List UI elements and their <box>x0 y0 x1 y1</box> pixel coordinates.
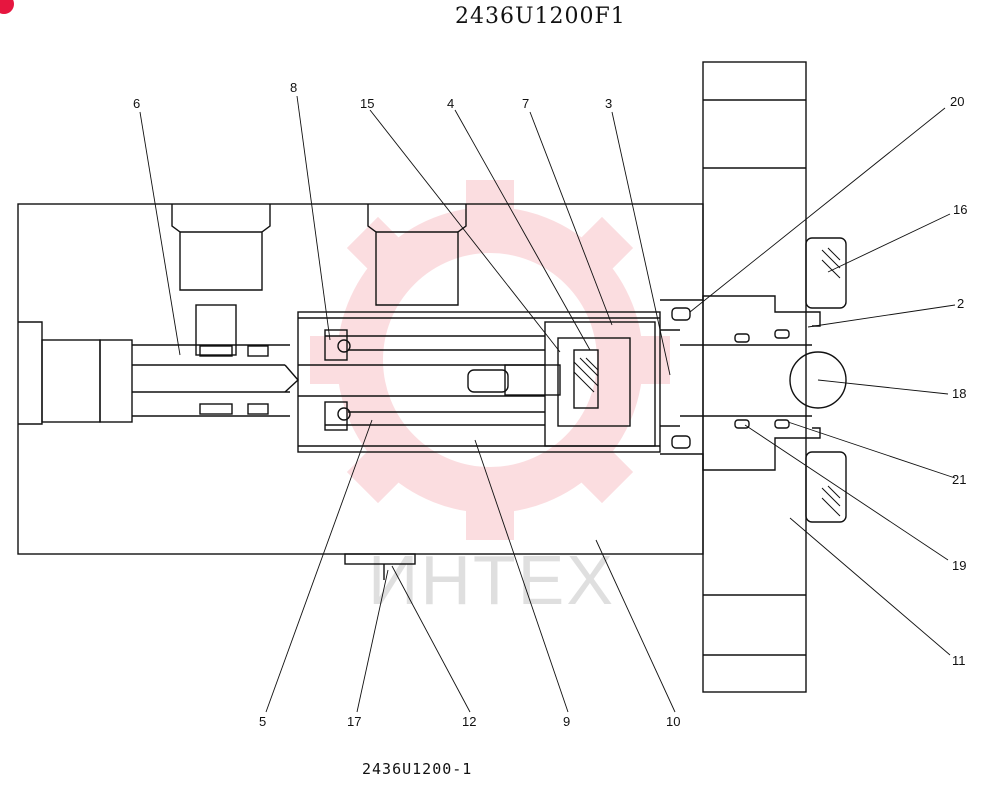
part-label: 12 <box>462 714 476 729</box>
hatch-marks <box>573 247 841 517</box>
corner-badge <box>0 0 14 14</box>
drawing-title: 2436U1200F1 <box>455 4 626 29</box>
part-label: 5 <box>259 714 266 729</box>
part-label: 18 <box>952 386 966 401</box>
part-label: 3 <box>605 96 612 111</box>
leader-lines <box>139 95 956 713</box>
watermark-gear-logo <box>310 180 670 540</box>
part-label: 11 <box>952 653 966 668</box>
part-label: 7 <box>522 96 529 111</box>
part-label: 20 <box>950 94 964 109</box>
part-label: 6 <box>133 96 140 111</box>
watermark-text: ИНТЕХ <box>368 541 616 619</box>
drawing-lines <box>17 61 847 693</box>
left-cap <box>41 339 101 423</box>
part-label: 9 <box>563 714 570 729</box>
part-label: 21 <box>952 472 966 487</box>
drawing-code: 2436U1200-1 <box>362 760 473 778</box>
part-label: 19 <box>952 558 966 573</box>
part-label: 2 <box>957 296 964 311</box>
part-label: 10 <box>666 714 680 729</box>
part-label: 17 <box>347 714 361 729</box>
part-labels: 6 8 15 4 7 3 20 16 2 18 21 19 11 10 9 12… <box>133 80 967 729</box>
part-label: 16 <box>953 202 967 217</box>
part-label: 8 <box>290 80 297 95</box>
part-label: 15 <box>360 96 374 111</box>
part-label: 4 <box>447 96 454 111</box>
